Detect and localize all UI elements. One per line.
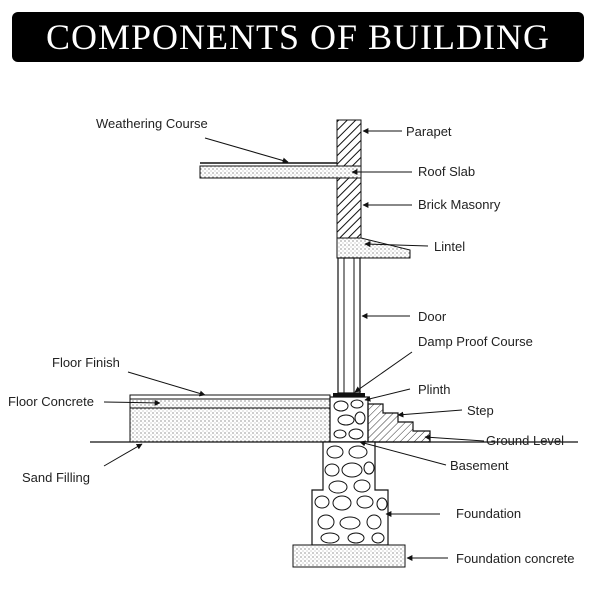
label-plinth: Plinth (418, 382, 451, 397)
floor-concrete (129, 398, 331, 409)
label-lintel: Lintel (434, 239, 466, 254)
label-parapet: Parapet (406, 124, 452, 139)
arrow-ground-level (424, 434, 485, 442)
label-floor-finish: Floor Finish (52, 355, 120, 370)
arrow-step (397, 409, 463, 418)
label-foundation-concrete: Foundation concrete (456, 551, 575, 566)
arrow-floor-finish (127, 371, 206, 397)
arrow-basement (359, 440, 447, 466)
label-floor-concrete: Floor Concrete (8, 394, 94, 409)
arrow-floor-concrete (103, 399, 161, 406)
arrow-damp-proof-course (354, 351, 413, 393)
foundation-concrete-bed (292, 544, 406, 568)
page-title: COMPONENTS OF BUILDING (45, 17, 551, 57)
label-foundation: Foundation (456, 506, 522, 521)
label-brick-masonry: Brick Masonry (418, 197, 501, 212)
plinth-stones (333, 399, 366, 440)
damp-proof-course (333, 393, 365, 397)
steps (367, 403, 431, 443)
arrow-weathering-course (204, 137, 289, 164)
foundation-stones (314, 445, 388, 544)
label-basement: Basement (450, 458, 509, 473)
roof-slab (199, 165, 362, 179)
lintel (336, 237, 411, 259)
label-weathering-course: Weathering Course (96, 116, 208, 131)
label-step: Step (467, 403, 494, 418)
brick-masonry-wall (336, 177, 362, 239)
foundation-masonry (311, 441, 389, 546)
arrow-lintel (364, 241, 429, 248)
label-roof-slab: Roof Slab (418, 164, 476, 179)
door-frame (337, 257, 361, 394)
floor-finish (129, 394, 331, 400)
parapet-wall (336, 119, 362, 167)
arrow-plinth (364, 388, 411, 402)
title-banner: COMPONENTS OF BUILDING (12, 12, 584, 62)
label-ground-level: Ground Level (486, 433, 565, 448)
label-sand-filling: Sand Filling (22, 470, 90, 485)
arrow-sand-filling (103, 443, 143, 467)
label-damp-proof-course: Damp Proof Course (418, 334, 533, 349)
sand-filling (129, 407, 331, 443)
label-door: Door (418, 309, 447, 324)
